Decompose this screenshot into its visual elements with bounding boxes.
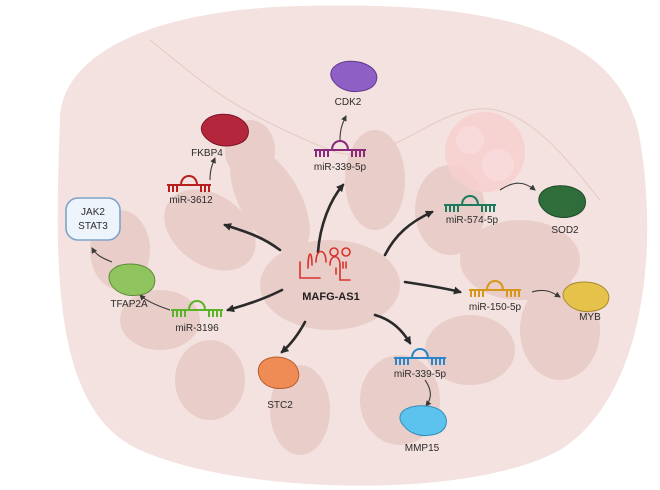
protein-label: CDK2: [335, 97, 362, 108]
regulatory-edges: [91, 115, 561, 407]
mirna-label: miR-339-5p: [394, 369, 447, 380]
mirna-label: miR-150-5p: [469, 302, 522, 313]
protein-label: FKBP4: [191, 148, 223, 159]
protein-icon: [399, 405, 447, 437]
protein-label: SOD2: [551, 225, 579, 236]
pathway-line2: STAT3: [78, 221, 108, 232]
protein-icon: [257, 356, 300, 389]
protein-icon: [538, 185, 586, 218]
protein-myb: MYB: [562, 281, 610, 323]
mafg-as1-node: MAFG-AS1: [299, 247, 360, 303]
edge-to-mir339b: [373, 313, 412, 345]
mirna-icon: [167, 175, 211, 192]
protein-sod2: SOD2: [538, 185, 586, 236]
mirna-node-mir3196: miR-3196: [171, 300, 223, 334]
protein-icon: [562, 281, 610, 313]
protein-label: STC2: [267, 400, 293, 411]
mirna-icon: [171, 300, 223, 317]
edge-to-mir574: [383, 210, 434, 257]
protein-icon: [108, 263, 156, 297]
edge-mir574-sod2: [499, 182, 536, 191]
edge-to-mir150: [403, 280, 462, 295]
mirna-label: miR-574-5p: [446, 215, 499, 226]
edge-to-mir3196: [226, 288, 284, 313]
edge-to-stc2: [280, 320, 307, 354]
edge-mir150-myb: [531, 289, 561, 298]
edge-mir3612-fkbp4: [209, 157, 216, 181]
protein-label: TFAP2A: [110, 299, 148, 310]
edge-tfap2a-pathway: [91, 247, 113, 263]
edge-to-mir3612: [223, 223, 282, 252]
protein-label: MYB: [579, 312, 601, 323]
protein-mmp15: MMP15: [399, 405, 447, 454]
lncrna-icon: [299, 247, 351, 281]
mirna-label: miR-3612: [169, 195, 213, 206]
mirna-node-mir339b: miR-339-5p: [394, 348, 447, 380]
protein-label: MMP15: [405, 443, 440, 454]
mirna-icon: [444, 195, 496, 212]
mirna-icon: [394, 348, 446, 365]
mirna-icon: [314, 140, 366, 157]
protein-tfap2a: TFAP2A: [108, 263, 156, 310]
edge-to-mir339a: [316, 183, 345, 254]
protein-fkbp4: FKBP4: [191, 113, 249, 159]
edge-mir3196-tfap2a: [139, 294, 171, 311]
mirna-node-mir3612: miR-3612: [167, 175, 213, 206]
protein-stc2: STC2: [257, 356, 300, 411]
mirna-label: miR-3196: [175, 323, 219, 334]
mirna-node-mir150: miR-150-5p: [469, 280, 522, 313]
protein-icon: [330, 60, 378, 93]
protein-cdk2: CDK2: [330, 60, 378, 108]
pathway-line1: JAK2: [81, 207, 105, 218]
mirna-node-mir574: miR-574-5p: [444, 195, 499, 226]
mirna-label: miR-339-5p: [314, 162, 367, 173]
edge-mir339b-mmp15: [424, 379, 432, 407]
mirna-node-mir339a: miR-339-5p: [314, 140, 367, 173]
mirna-icon: [469, 280, 521, 297]
edge-mir339a-cdk2: [339, 115, 347, 141]
jak2-stat3-box: JAK2 STAT3: [65, 197, 121, 241]
protein-icon: [200, 113, 249, 147]
center-label: MAFG-AS1: [302, 291, 359, 303]
